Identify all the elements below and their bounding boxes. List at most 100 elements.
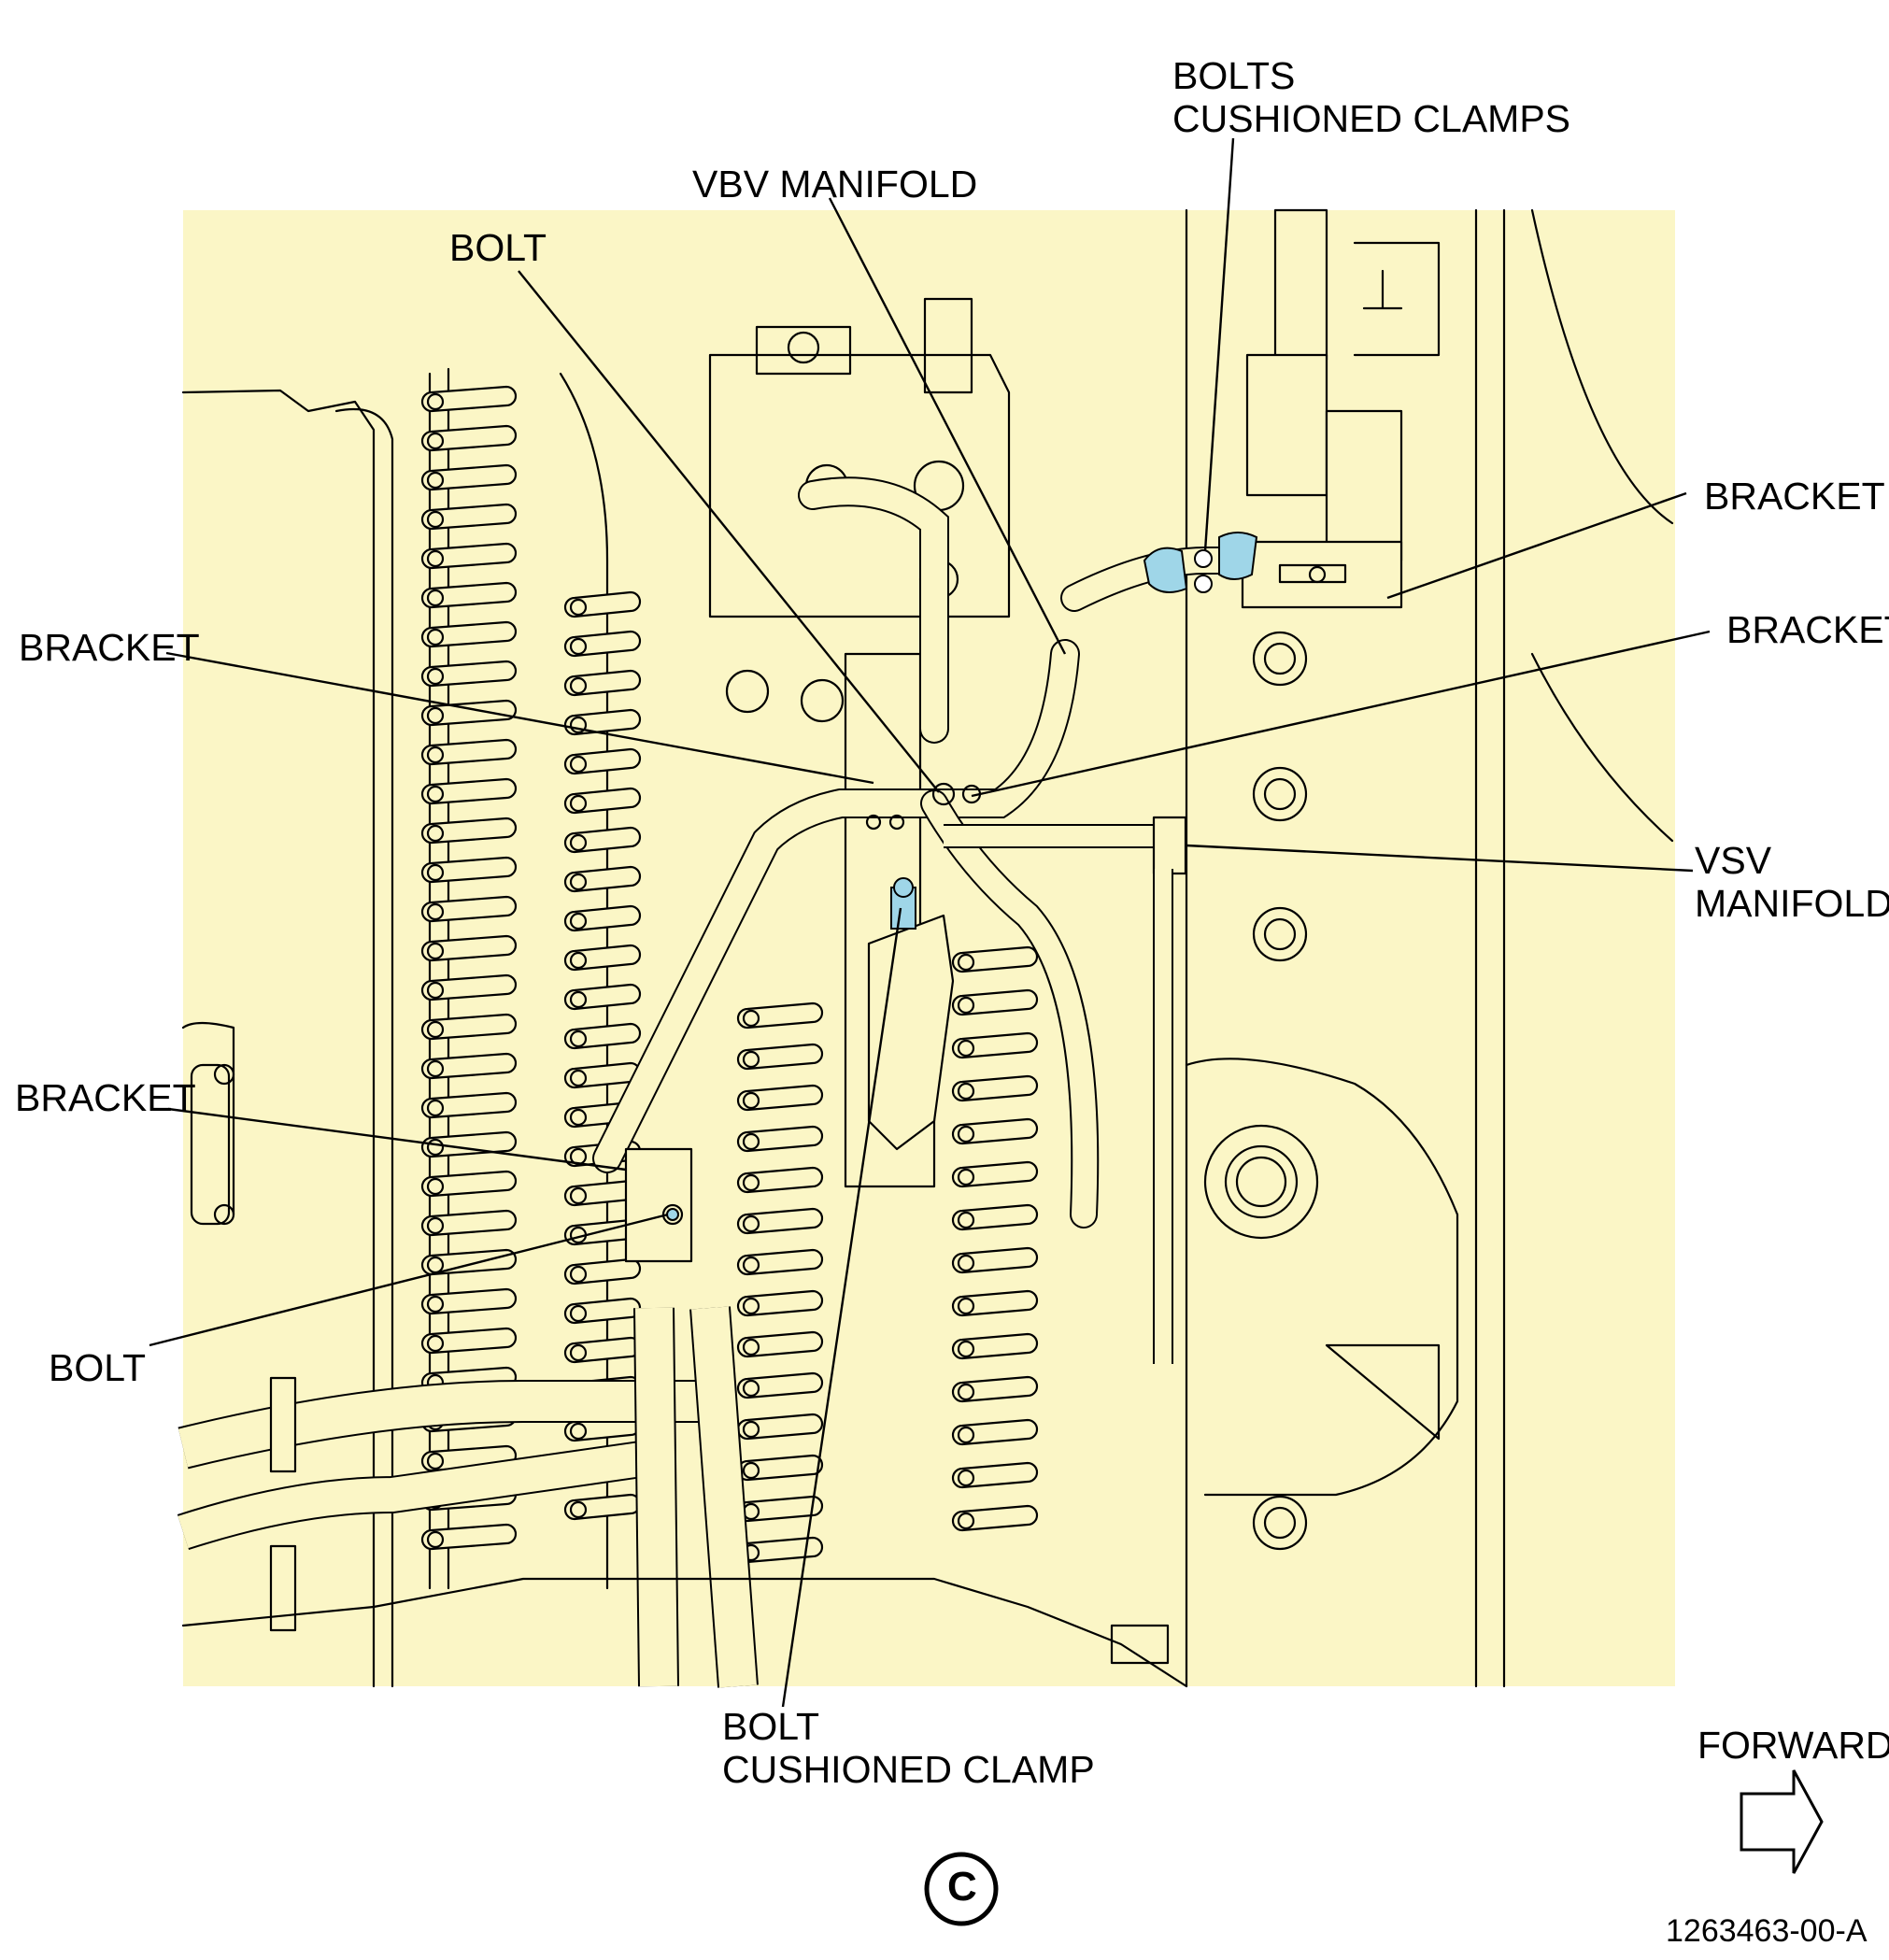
vane-arm-mid-pivot <box>569 1304 588 1323</box>
left-bolt-head <box>661 1203 684 1226</box>
vane-arm-left <box>420 856 518 884</box>
vane-arm-center-pivot <box>742 1173 760 1192</box>
vane-arm-mid-pivot <box>569 794 588 813</box>
vane-arm-left <box>420 895 518 923</box>
vane-arm-right-pivot <box>957 1340 975 1358</box>
vane-arm-left-pivot <box>426 392 445 411</box>
vane-arm-right <box>951 1418 1039 1446</box>
vane-arm-left-pivot <box>426 824 445 843</box>
vane-arm-center-pivot <box>742 1338 760 1356</box>
vane-arm-left <box>420 1523 518 1551</box>
vane-arm-mid-pivot <box>569 1030 588 1048</box>
leader-bolt-left <box>149 1213 669 1347</box>
vane-arm-center <box>736 1001 824 1030</box>
vane-arm-center-pivot <box>742 1420 760 1439</box>
vane-arm-left <box>420 620 518 648</box>
vane-arm-mid-pivot <box>569 676 588 695</box>
vane-arm-right <box>951 1332 1039 1360</box>
vane-arm-left <box>420 424 518 452</box>
right-top-bracket <box>1241 540 1403 609</box>
leader-bracket-right-mid <box>971 630 1711 798</box>
vane-arm-center <box>736 1289 824 1317</box>
vane-arm-mid-pivot <box>569 1343 588 1362</box>
left-casing-outline <box>181 389 376 1688</box>
lower-casing <box>181 1577 1188 1688</box>
view-letter: C <box>947 1864 977 1910</box>
vane-arm-left <box>420 1052 518 1080</box>
vbv-manifold-tubes <box>592 476 1247 1229</box>
vane-arm-center-pivot <box>742 1461 760 1480</box>
vane-arm-right-pivot <box>957 1512 975 1530</box>
vane-arm-left-pivot <box>426 628 445 646</box>
vane-arm-left <box>420 699 518 727</box>
vane-arm-mid-pivot <box>569 873 588 891</box>
vane-arm-center <box>736 1371 824 1399</box>
vane-arm-left <box>420 1170 518 1198</box>
vane-arm-left-pivot <box>426 471 445 490</box>
upper-cushioned-clamp-2 <box>1218 532 1258 580</box>
vane-arm-left <box>420 1209 518 1237</box>
leader-bracket-left-top <box>165 651 874 785</box>
vane-arm-left-pivot <box>426 902 445 921</box>
vane-arm-left <box>420 581 518 609</box>
vane-arm-right-pivot <box>957 1039 975 1058</box>
vsv-manifold-tube <box>944 816 1187 1364</box>
vane-arm-left-pivot <box>426 981 445 1000</box>
vane-arm-left-pivot <box>426 1177 445 1196</box>
label-bracket-left-top: BRACKET <box>19 626 200 669</box>
vane-arm-right-pivot <box>957 1211 975 1229</box>
vane-arm-left-pivot <box>426 432 445 450</box>
vane-arm-center <box>736 1084 824 1112</box>
vane-arm-left-pivot <box>426 863 445 882</box>
vane-arm-left-pivot <box>426 706 445 725</box>
vane-arm-left-pivot <box>426 1099 445 1117</box>
center-bolt <box>931 782 956 806</box>
vane-arm-left <box>420 463 518 491</box>
vane-arm-right <box>951 1117 1039 1145</box>
vane-arm-mid-pivot <box>569 637 588 656</box>
vane-arm-left-pivot <box>426 589 445 607</box>
actuator-rod <box>1273 208 1328 362</box>
leader-bolt-cushioned-clamp <box>781 907 902 1708</box>
vane-arm-center <box>736 1330 824 1358</box>
vane-arm-center-pivot <box>742 1050 760 1069</box>
vane-arm-mid-pivot <box>569 990 588 1009</box>
vane-arm-center-pivot <box>742 1256 760 1274</box>
leader-bracket-right-top <box>1386 491 1687 600</box>
vane-arm-left-pivot <box>426 667 445 686</box>
vane-arm-mid-pivot <box>569 912 588 930</box>
leader-bracket-left-bottom <box>167 1107 627 1172</box>
label-bracket-left-bottom: BRACKET <box>15 1076 196 1119</box>
vane-arms-right-links <box>736 945 1039 1564</box>
vane-arm-left <box>420 1091 518 1119</box>
vane-arm-right <box>951 1289 1039 1317</box>
vane-arm-left <box>420 503 518 531</box>
label-bolt-cushioned-clamp: BOLT CUSHIONED CLAMP <box>722 1705 1095 1791</box>
vane-arm-right-pivot <box>957 1383 975 1401</box>
vane-arm-center-pivot <box>742 1379 760 1398</box>
vane-arm-left-pivot <box>426 1334 445 1353</box>
vane-arm-right <box>951 1246 1039 1274</box>
vane-arm-left-pivot <box>426 1138 445 1157</box>
vane-arm-center-pivot <box>742 1091 760 1110</box>
label-bolts-cushioned-clamps: BOLTS CUSHIONED CLAMPS <box>1172 54 1571 140</box>
vane-arm-mid-pivot <box>569 1422 588 1441</box>
vane-arm-left-pivot <box>426 1530 445 1549</box>
label-bolt-top: BOLT <box>449 226 547 269</box>
vane-arm-mid-pivot <box>569 951 588 970</box>
vane-arm-left <box>420 973 518 1001</box>
vane-arm-left-pivot <box>426 1059 445 1078</box>
label-forward: FORWARD <box>1697 1724 1889 1767</box>
upper-cushioned-clamp-1 <box>1143 547 1188 593</box>
vane-arm-right-pivot <box>957 996 975 1015</box>
vane-arm-right <box>951 945 1039 973</box>
vane-arm-right-pivot <box>957 953 975 972</box>
vane-arm-left <box>420 542 518 570</box>
vane-arm-left-pivot <box>426 1216 445 1235</box>
vane-arm-center-pivot <box>742 1132 760 1151</box>
leader-bolt-top <box>518 270 940 793</box>
vane-arm-center-pivot <box>742 1297 760 1315</box>
vane-arm-right <box>951 1461 1039 1489</box>
leader-vsv-manifold <box>1186 844 1694 873</box>
